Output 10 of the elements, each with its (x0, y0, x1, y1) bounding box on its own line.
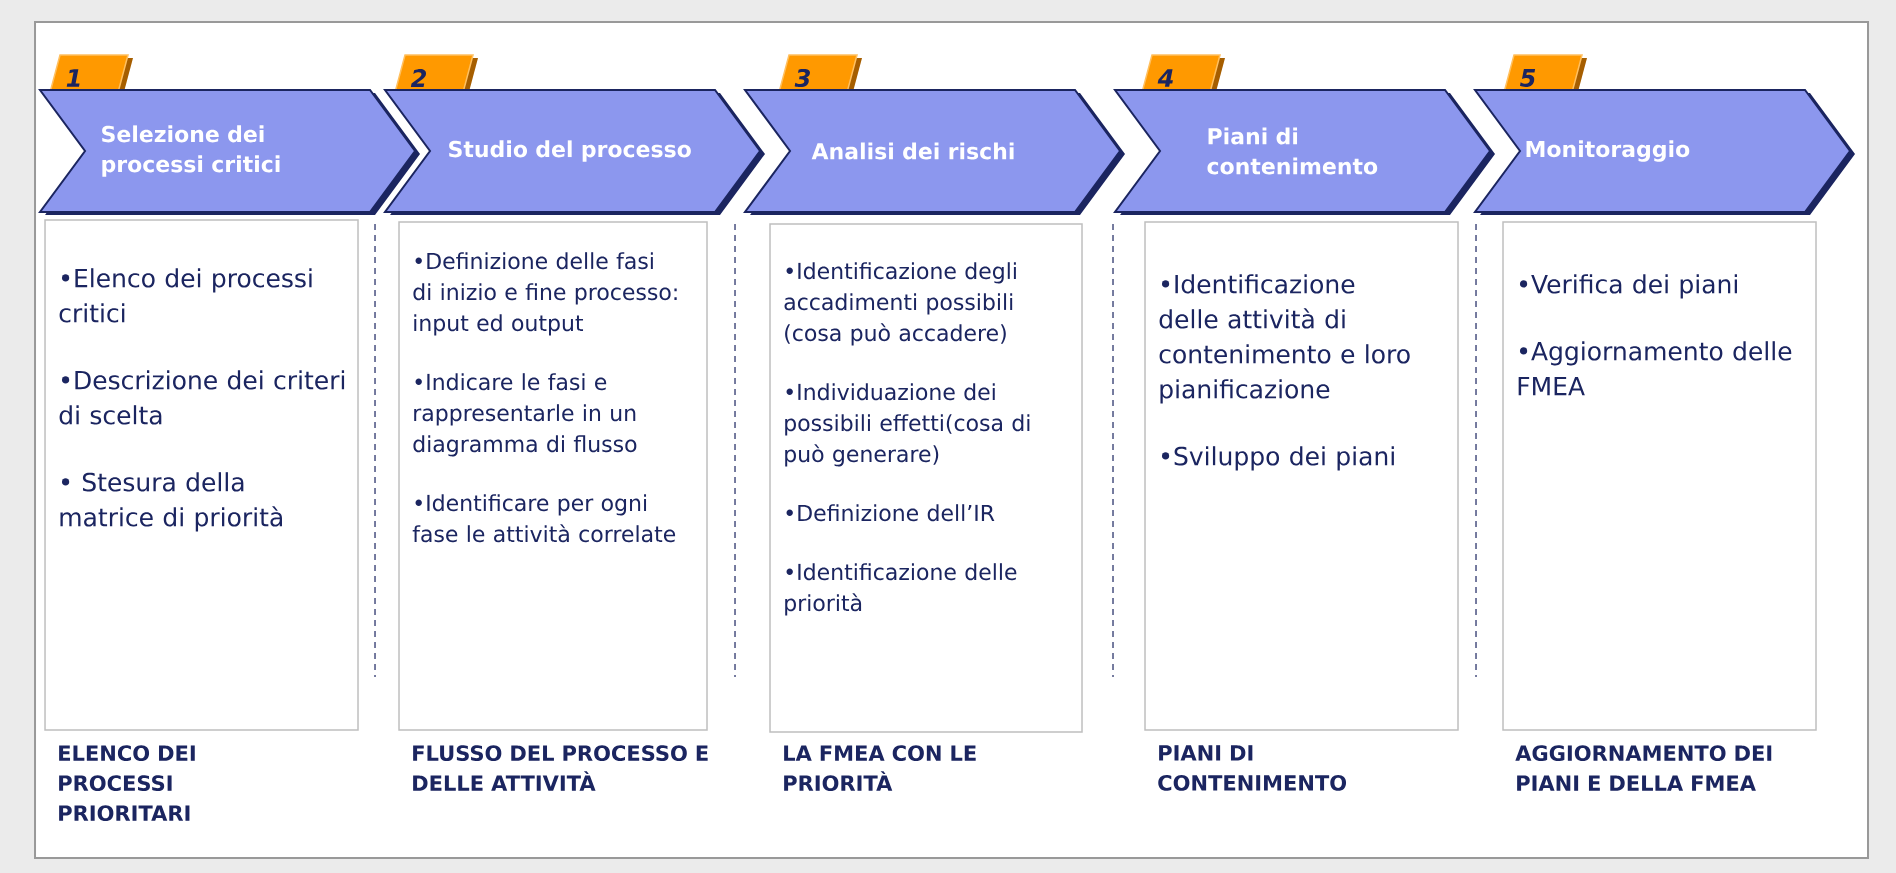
output-label: LA FMEA CON LE PRIORITÀ (784, 745, 976, 792)
content-box: •Verifica dei piani •Aggiornamento delle FMEA (1502, 221, 1817, 731)
content-box: •Definizione delle fasi di inizio e fine processo: input ed output •Indicare le fasi e rappresentarle in un diagramma di flusso •Identificare per ogni fase le attività correlate (398, 221, 708, 731)
content-box: •Elenco dei processi critici •Descrizione dei criteri di scelta • Stesura della matrice di priorità (44, 219, 359, 731)
output-label: ELENCO DEI PROCESSI PRIORITARI (59, 745, 195, 822)
output-label: FLUSSO DEL PROCESSO E DELLE ATTIVITÀ (413, 745, 708, 791)
content-box: •Identificazione degli accadimenti possibili (cosa può accadere) •Individuazione dei possibili effetti(cosa di può generare) •Definizione dell’IR •Identificazione delle priorità (769, 223, 1083, 733)
output-label: AGGIORNAMENTO DEI PIANI E DELLA FMEA (1515, 745, 1772, 791)
content-box: •Identificazione delle attività di contenimento e loro pianificazione •Sviluppo dei piani (1144, 221, 1459, 731)
output-label: PIANI DI CONTENIMENTO (1158, 745, 1347, 791)
